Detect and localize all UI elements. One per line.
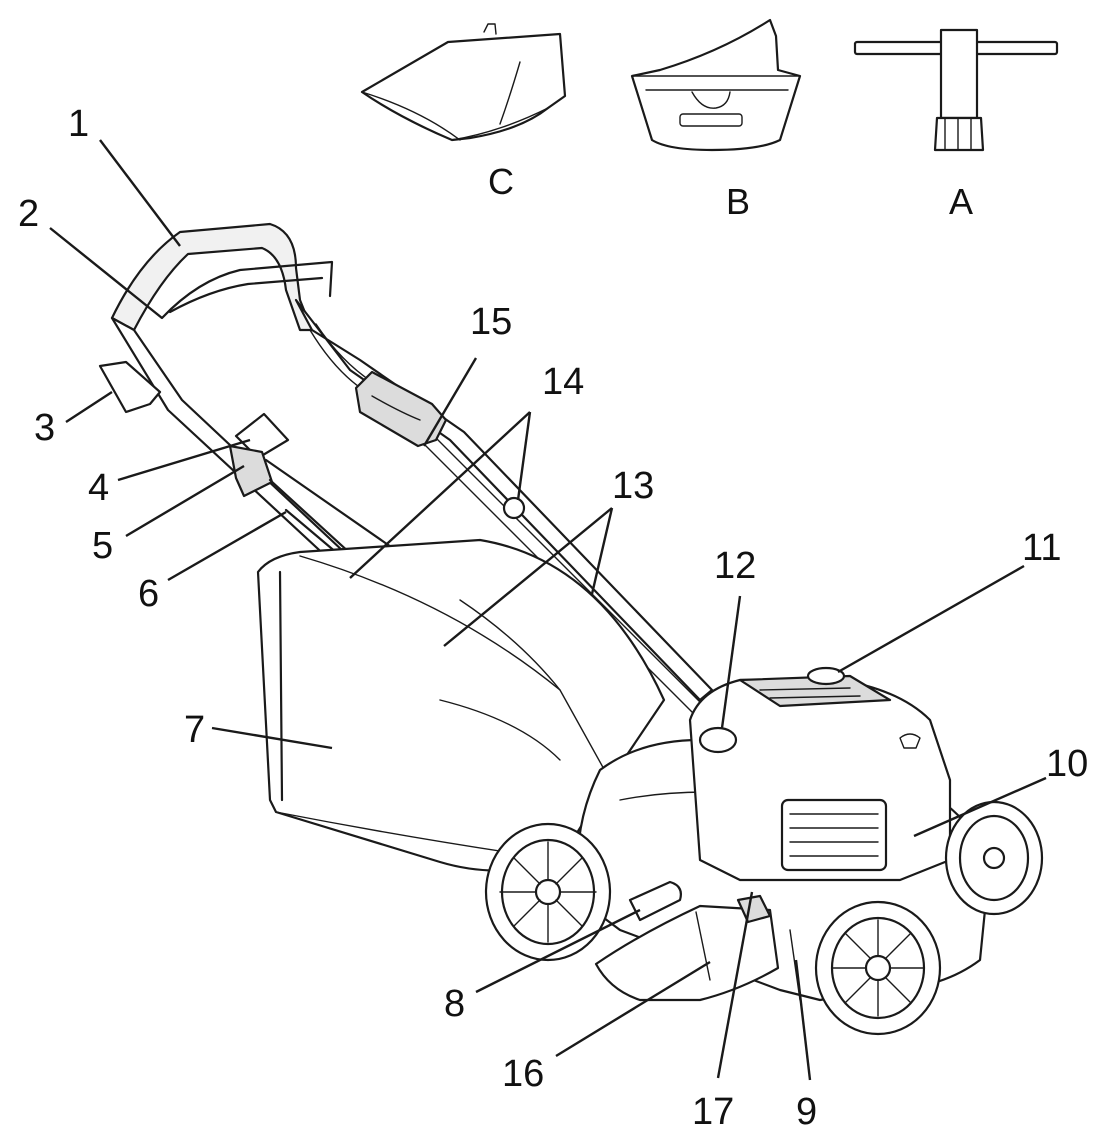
leader-7 bbox=[211, 726, 333, 750]
leader-5 bbox=[125, 464, 245, 538]
part-label-6: 6 bbox=[138, 573, 159, 615]
side-discharge-adapter-icon bbox=[630, 18, 802, 152]
part-label-5: 5 bbox=[92, 525, 113, 567]
part-label-11: 11 bbox=[1022, 527, 1061, 569]
leader-4 bbox=[117, 438, 251, 482]
leader-10 bbox=[913, 776, 1047, 838]
engine bbox=[688, 666, 952, 882]
accessory-label-b: B bbox=[726, 181, 750, 222]
part-label-1: 1 bbox=[68, 103, 89, 145]
leader-16 bbox=[555, 960, 711, 1058]
leader-13a bbox=[443, 507, 613, 647]
part-label-9: 9 bbox=[796, 1091, 817, 1133]
leader-1 bbox=[99, 139, 181, 247]
rear-wheel-right bbox=[944, 800, 1044, 916]
leader-6 bbox=[167, 510, 287, 582]
part-label-7: 7 bbox=[184, 709, 205, 751]
part-label-15: 15 bbox=[470, 301, 512, 343]
accessory-label-c: C bbox=[488, 161, 514, 202]
spark-plug-wrench-icon bbox=[853, 28, 1059, 152]
height-adjust-lever bbox=[628, 880, 682, 922]
mulching-plug-icon bbox=[360, 23, 567, 142]
part-label-16: 16 bbox=[502, 1053, 544, 1095]
part-label-14: 14 bbox=[542, 361, 584, 403]
part-label-13: 13 bbox=[612, 465, 654, 507]
part-label-10: 10 bbox=[1046, 743, 1088, 785]
leader-17 bbox=[716, 891, 754, 1079]
front-wheel bbox=[814, 900, 942, 1036]
leader-8 bbox=[475, 908, 641, 994]
discharge-flap bbox=[594, 894, 780, 1002]
leader-14b bbox=[516, 411, 532, 501]
part-label-4: 4 bbox=[88, 467, 109, 509]
leader-15 bbox=[422, 357, 478, 447]
leader-11 bbox=[837, 564, 1025, 674]
leader-lines bbox=[49, 139, 1047, 1081]
part-label-2: 2 bbox=[18, 193, 39, 235]
part-label-8: 8 bbox=[444, 983, 465, 1025]
grass-catcher bbox=[256, 538, 666, 872]
rear-wheel-left bbox=[484, 822, 612, 962]
leader-3 bbox=[65, 390, 113, 424]
leader-14a bbox=[349, 411, 531, 579]
leader-2 bbox=[49, 227, 163, 319]
accessory-label-a: A bbox=[949, 181, 973, 222]
part-label-12: 12 bbox=[714, 545, 756, 587]
part-label-17: 17 bbox=[692, 1091, 734, 1133]
leader-12 bbox=[720, 595, 742, 729]
part-label-3: 3 bbox=[34, 407, 55, 449]
leader-9 bbox=[794, 959, 812, 1081]
leader-13b bbox=[590, 507, 614, 595]
